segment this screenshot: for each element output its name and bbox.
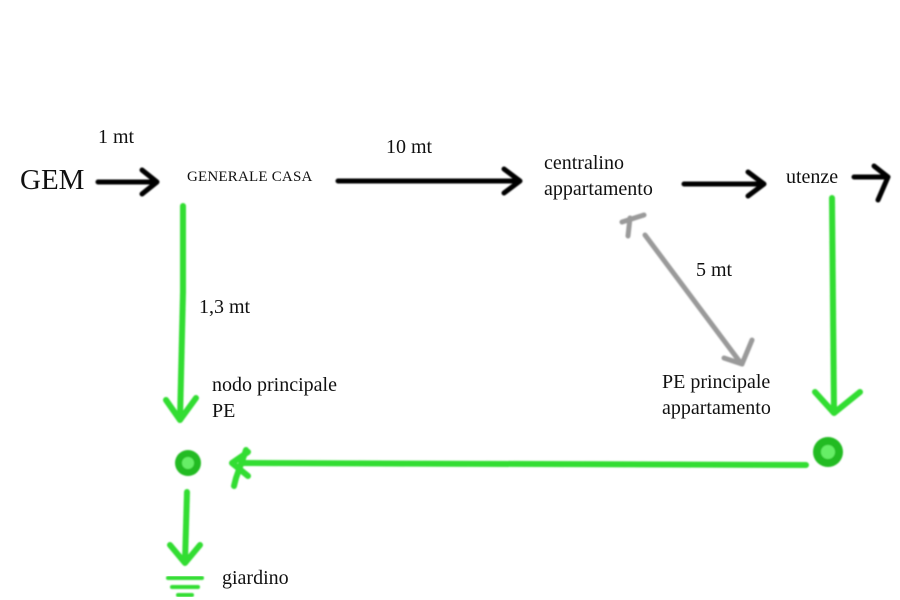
arrow-utenze-pe <box>812 195 863 416</box>
arrow-utenze-out <box>851 163 891 203</box>
ground-node-icon <box>175 450 201 476</box>
nodo-line2: PE <box>212 400 236 422</box>
pe-app-line2: appartamento <box>662 397 771 419</box>
pe-appartamento-label: PE principale appartamento <box>662 369 771 421</box>
arrow-generale-nodo <box>163 203 199 423</box>
distance-gem-generale: 1 mt <box>98 126 135 148</box>
giardino-label: giardino <box>222 567 289 589</box>
utenze-label: utenze <box>786 166 839 188</box>
arrow-nodo-giardino <box>167 489 203 566</box>
arrow-pe-nodo <box>229 447 809 489</box>
generale-casa-label: GENERALE CASA <box>187 169 313 185</box>
distance-centralino-pe: 5 mt <box>696 259 733 281</box>
arrow-centralino-pe <box>619 212 755 367</box>
arrow-generale-centralino <box>335 166 523 196</box>
ground-node-icon <box>813 437 843 467</box>
centralino-label: centralino appartamento <box>544 150 653 202</box>
nodo-label: nodo principale PE <box>212 372 337 424</box>
centralino-line1: centralino <box>544 152 624 174</box>
nodo-line1: nodo principale <box>212 374 337 396</box>
arrow-gem-generale <box>95 167 160 197</box>
earth-ground-icon <box>166 576 204 597</box>
pe-app-line1: PE principale <box>662 371 771 393</box>
distance-generale-nodo: 1,3 mt <box>199 296 251 318</box>
gem-label: GEM <box>20 164 85 196</box>
arrow-centralino-utenze <box>681 169 767 199</box>
centralino-line2: appartamento <box>544 178 653 200</box>
distance-generale-centralino: 10 mt <box>386 136 433 158</box>
